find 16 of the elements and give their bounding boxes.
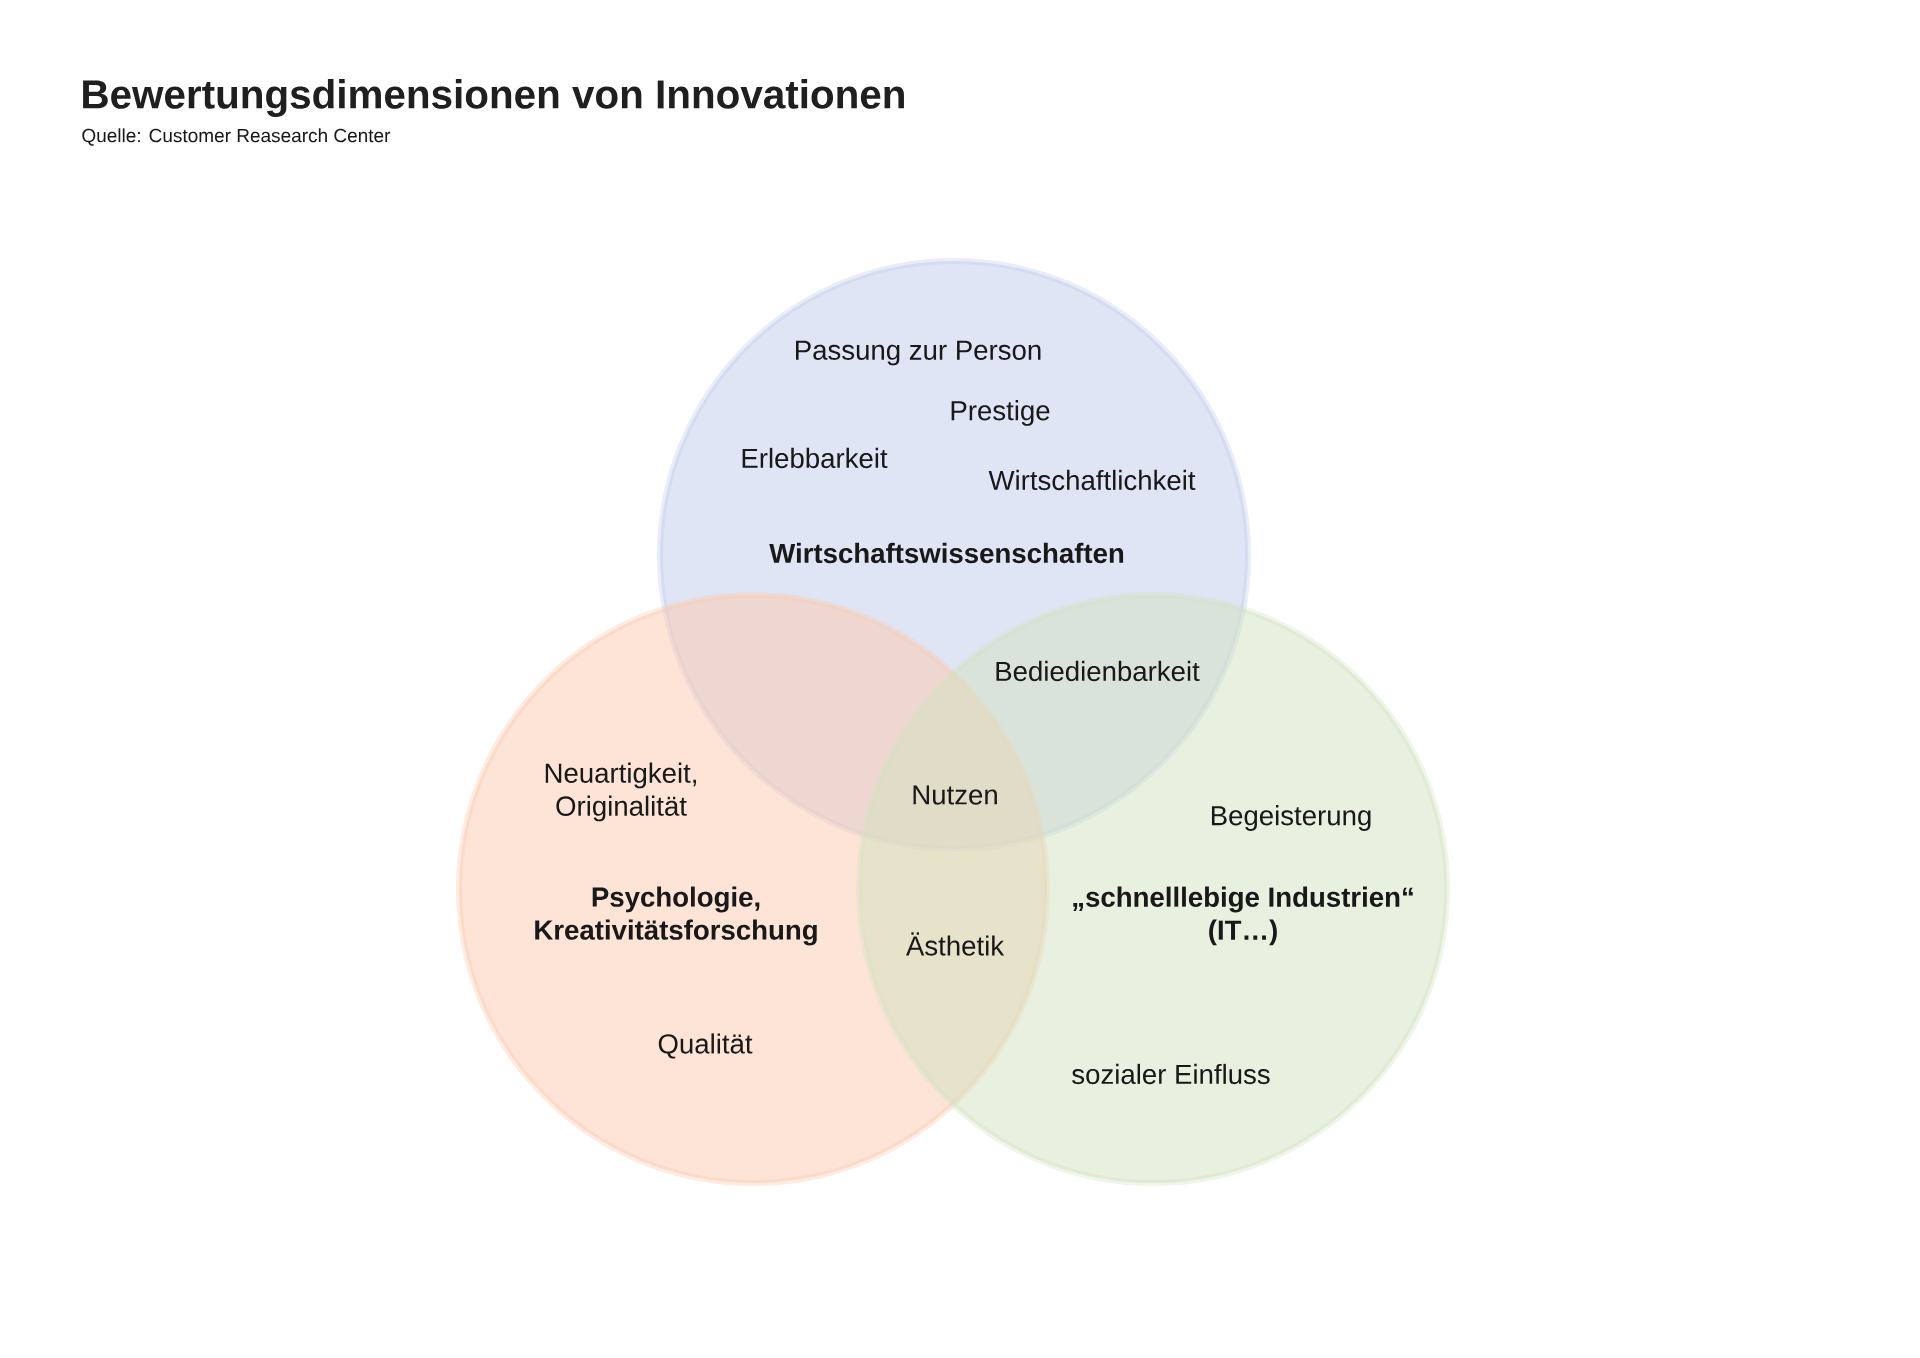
- overlap-label: Ästhetik: [906, 932, 1005, 956]
- overlap-label: Bediedienbarkeit: [996, 660, 1200, 682]
- circle-label: Erlebbarkeit: [742, 447, 888, 469]
- source-note: Quelle: Customer Reasearch Center: [82, 128, 391, 146]
- circle-label: Qualität: [658, 1033, 753, 1059]
- circle-label: Wirtschaftlichkeit: [988, 469, 1196, 491]
- circle-heading: Psychologie, Kreativitätsforschung: [535, 886, 817, 946]
- circle-heading: Wirtschaftswissenschaften: [769, 542, 1124, 564]
- circle-label: Neuartigkeit, Originalität: [545, 762, 696, 822]
- title: Bewertungsdimensionen von Innovationen: [83, 79, 904, 117]
- circle-label: Begeisterung: [1211, 805, 1371, 831]
- circle-label: Prestige: [951, 400, 1050, 426]
- circle-label: Passung zur Person: [796, 340, 1041, 366]
- circle-heading: „schnelllebige Industrien“ (IT…): [1073, 886, 1413, 946]
- overlap-label: Nutzen: [913, 785, 997, 805]
- circle-label: sozialer Einfluss: [1072, 1063, 1270, 1085]
